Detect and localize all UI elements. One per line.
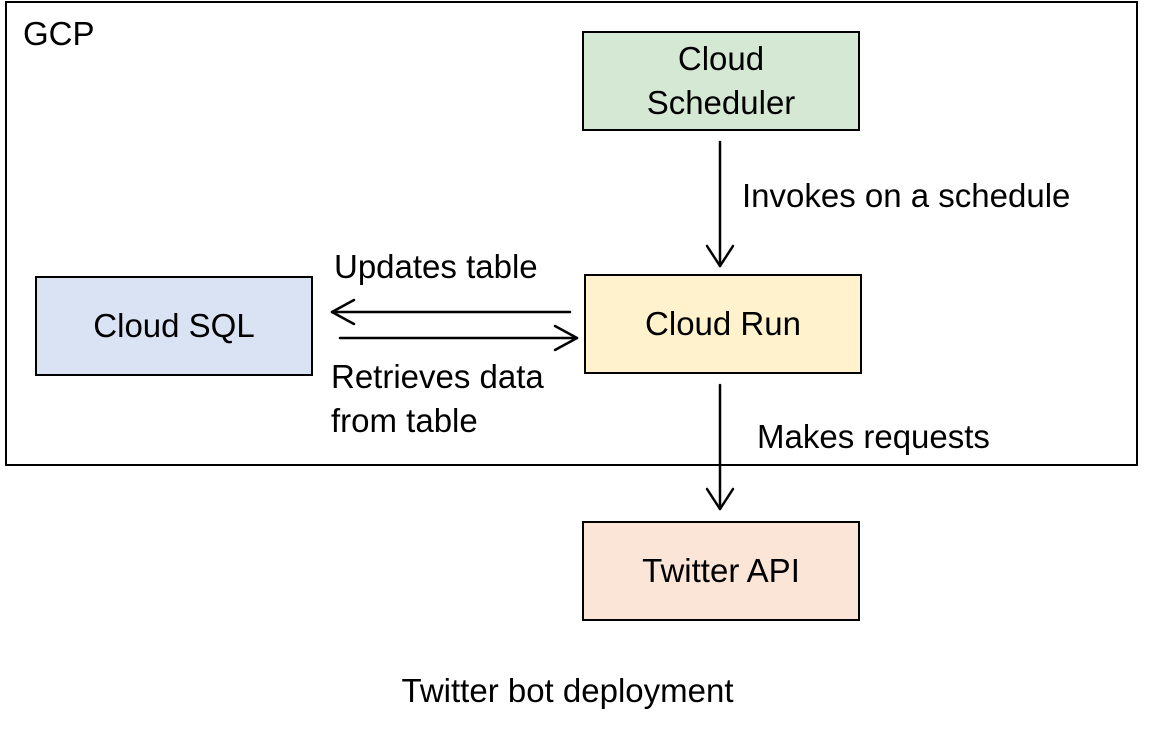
requests-label: Makes requests xyxy=(757,418,990,455)
diagram-caption: Twitter bot deployment xyxy=(401,672,734,709)
cloud-run-node: Cloud Run xyxy=(584,274,862,374)
twitter-api-node: Twitter API xyxy=(582,521,860,621)
twitter-api-label: Twitter API xyxy=(642,552,800,589)
updates-label: Updates table xyxy=(334,248,538,285)
edge-retrieves-arrow xyxy=(338,324,579,352)
cloud-scheduler-label: Cloud Scheduler xyxy=(646,40,796,121)
edge-invokes-arrow xyxy=(705,140,735,268)
retrieves-label: Retrieves data from table xyxy=(331,358,544,439)
cloud-scheduler-node: Cloud Scheduler xyxy=(582,31,860,131)
gcp-boundary xyxy=(5,1,1138,466)
edge-updates-arrow xyxy=(330,298,572,326)
cloud-run-label: Cloud Run xyxy=(645,305,801,342)
gcp-label: GCP xyxy=(23,15,95,52)
cloud-sql-label: Cloud SQL xyxy=(93,307,255,344)
cloud-sql-node: Cloud SQL xyxy=(35,276,313,376)
edge-requests-arrow xyxy=(705,383,735,511)
invokes-label: Invokes on a schedule xyxy=(742,177,1071,214)
